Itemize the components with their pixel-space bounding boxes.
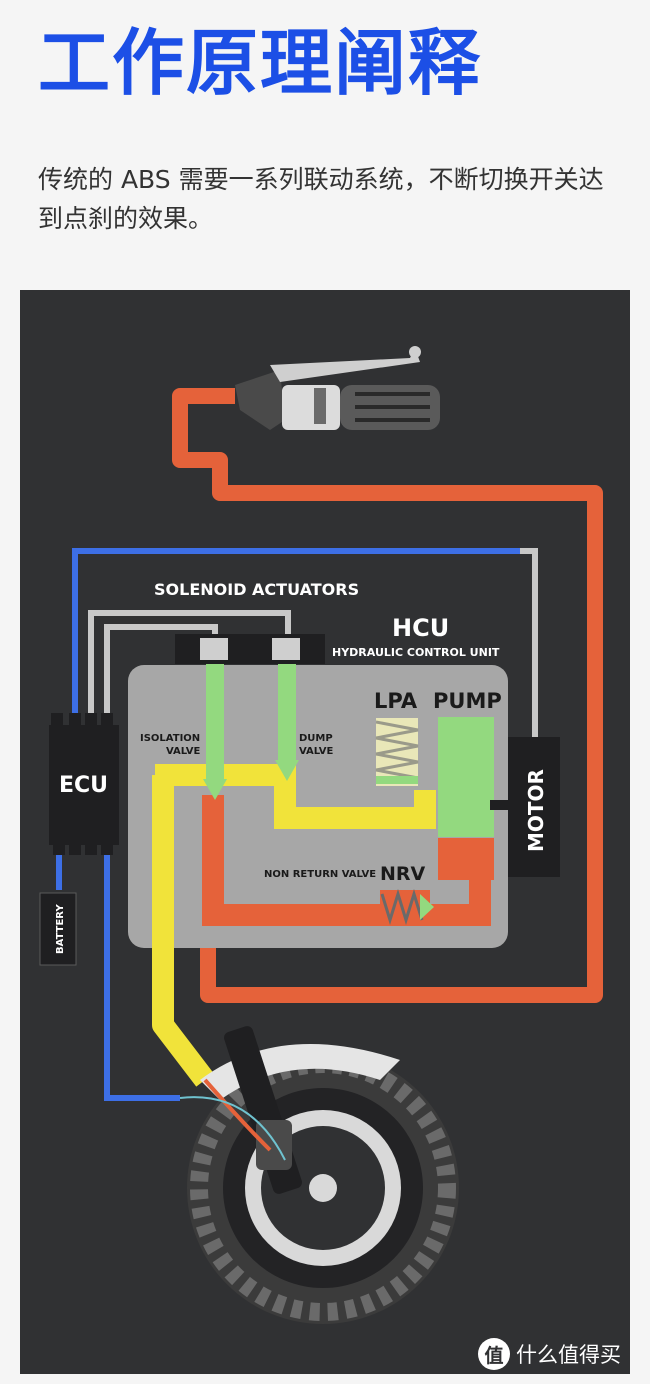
- ecu-pin: [101, 713, 113, 727]
- battery-label: BATTERY: [55, 904, 66, 954]
- isolation-valve-stem: [206, 664, 224, 779]
- pump-block: [438, 717, 494, 837]
- motor-box: [508, 737, 560, 877]
- gray-wire-motor: [520, 548, 538, 740]
- nrv-spring: [380, 888, 424, 926]
- blue-wire-sensor: [104, 852, 180, 1101]
- isolation-valve-label-1: ISOLATION: [140, 733, 200, 744]
- page-description: 传统的 ABS 需要一系列联动系统，不断切换开关达到点刹的效果。: [38, 165, 604, 233]
- pump-label: PUMP: [433, 689, 502, 713]
- wheel-icon: [179, 1026, 459, 1324]
- page-title: 工作原理阐释: [38, 21, 483, 105]
- solenoid-coil-1: [200, 638, 228, 660]
- orange-brake-line: [172, 388, 603, 1003]
- dump-valve-label-1: DUMP: [299, 733, 333, 744]
- solenoid-coil-2: [272, 638, 300, 660]
- dump-valve-label-2: VALVE: [299, 746, 334, 757]
- ecu-label: ECU: [59, 773, 108, 798]
- blue-wire-top: [72, 548, 520, 718]
- yellow-line-hcu: [155, 764, 436, 829]
- dump-valve-stem: [278, 664, 296, 760]
- solenoid-bar: [175, 634, 325, 664]
- watermark-logo-icon: 值: [478, 1338, 510, 1370]
- hcu-label: HCU: [392, 614, 449, 642]
- solenoid-label: SOLENOID ACTUATORS: [154, 580, 359, 599]
- lpa-piston: [376, 776, 418, 784]
- ecu-pin: [53, 843, 65, 855]
- lpa-spring: [375, 720, 419, 780]
- watermark-text: 什么值得买: [516, 1343, 621, 1367]
- gray-wire-1: [88, 610, 291, 718]
- nrv-full-label: NON RETURN VALVE: [264, 869, 376, 880]
- ecu-pin: [101, 843, 113, 855]
- ecu-pin: [69, 713, 81, 727]
- ecu-pin: [85, 843, 97, 855]
- hcu-full-label: HYDRAULIC CONTROL UNIT: [332, 646, 500, 659]
- ecu-pin: [51, 713, 63, 727]
- dump-valve-tip: [275, 760, 299, 781]
- ecu-box: [49, 725, 119, 845]
- motor-shaft: [490, 800, 510, 810]
- ecu-pin: [69, 843, 81, 855]
- battery-box: [39, 892, 77, 966]
- isolation-valve-tip: [203, 779, 227, 800]
- isolation-valve-label-2: VALVE: [166, 746, 201, 757]
- pump-outlet: [438, 838, 494, 880]
- abs-diagram: SOLENOID ACTUATORS HCU HYDRAULIC CONTROL…: [20, 290, 630, 1374]
- lpa-label: LPA: [374, 689, 418, 713]
- nrv-valve: [420, 894, 434, 920]
- motor-label: MOTOR: [524, 769, 548, 852]
- ecu-pin: [85, 713, 97, 727]
- abs-diagram-svg: SOLENOID ACTUATORS HCU HYDRAULIC CONTROL…: [39, 346, 603, 1324]
- brake-lever-icon: [235, 346, 440, 430]
- gray-wire-2: [104, 624, 218, 718]
- nrv-label: NRV: [380, 863, 426, 885]
- yellow-line-to-caliper: [152, 775, 214, 1087]
- watermark: 值 什么值得买: [478, 1338, 621, 1370]
